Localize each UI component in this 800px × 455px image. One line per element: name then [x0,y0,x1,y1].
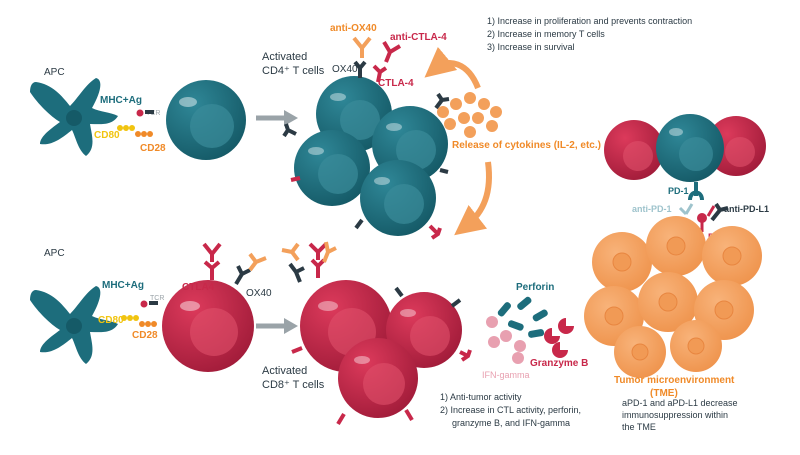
cd8-naive-receptors [202,242,267,286]
ox40-bottom-label: OX40 [246,288,272,299]
cytokine-feedback-arrow [424,46,481,90]
mhc-ag-bottom-label: MHC+Ag [102,280,144,291]
tumor-cells [584,216,762,378]
activated-cd4-label-line1: Activated [262,51,307,63]
anti-pdl1-antibody [706,202,729,222]
cytokine-to-cd8-arrow [454,161,492,236]
pdl1-ligand [697,213,707,232]
ifn-gamma-label: IFN-gamma [482,370,530,380]
anti-pd1-label: anti-PD-1 [632,204,672,214]
naive-cd8-t-cell [162,280,254,372]
activated-cd4-cluster [294,76,448,236]
cd4-effect-3: 3) Increase in survival [487,42,575,52]
cd28-top-label: CD28 [140,143,166,154]
tme-label-line1: Tumor microenvironment [614,375,735,386]
tcr-bottom-label: TCR [150,295,164,302]
cd4-effect-2: 2) Increase in memory T cells [487,29,605,39]
cytokine-dots [437,92,502,138]
anti-ox40-antibody-top [352,36,372,58]
perforin-molecules [497,296,548,338]
anti-ox40-top-label: anti-OX40 [330,23,377,34]
tme-note-line3: the TME [622,422,656,432]
tme-note-line2: immunosuppression within [622,410,728,420]
cd8-cluster-antibodies [281,241,472,426]
tme-note-line1: aPD-1 and aPD-L1 decrease [622,398,738,408]
apc-bottom-label: APC [44,248,65,259]
apc-bottom [30,286,118,364]
activated-cd8-label-line1: Activated [262,365,307,377]
perforin-label: Perforin [516,282,554,293]
synapse-top [117,109,154,137]
cd8-effect-1: 1) Anti-tumor activity [440,392,522,402]
anti-ctla4-top-label: anti-CTLA-4 [390,32,447,43]
ox40-top-label: OX40 [332,64,358,75]
cd80-bottom-label: CD80 [98,315,124,326]
pd1-label: PD-1 [668,186,689,196]
anti-pd1-antibody [678,203,694,216]
pd1-receptor [688,182,704,201]
synapse-bottom [121,300,158,327]
anti-ctla4-antibody-top [382,40,402,63]
ifn-gamma-molecules [486,316,526,364]
cd28-bottom-label: CD28 [132,330,158,341]
tme-label-line2: (TME) [650,388,678,399]
cd8-effects-list: 1) Anti-tumor activity 2) Increase in CT… [440,392,581,428]
pd1-cell-group [604,114,766,182]
anti-pdl1-label: anti-PD-L1 [724,204,769,214]
apc-top-label: APC [44,67,65,78]
naive-cd4-t-cell [166,80,246,160]
cd80-top-label: CD80 [94,130,120,141]
activated-cd8-label-line2: CD8⁺ T cells [262,379,325,391]
activated-cd4-label-line2: CD4⁺ T cells [262,65,325,77]
ctla4-top-label: CTLA-4 [378,78,414,89]
mhc-ag-top-label: MHC+Ag [100,95,142,106]
apc-top [30,78,118,156]
cd4-effects-list: 1) Increase in proliferation and prevent… [487,16,692,52]
activated-cd8-cluster [300,280,462,418]
cytokines-label: Release of cytokines (IL-2, etc.) [452,140,601,151]
granzyme-molecules [544,318,574,358]
cd8-effect-3: granzyme B, and IFN-gamma [452,418,570,428]
granzyme-label: Granzyme B [530,358,588,369]
cd4-effect-1: 1) Increase in proliferation and prevent… [487,16,692,26]
cd4-receptors [282,60,450,240]
cd8-effect-2: 2) Increase in CTL activity, perforin, [440,405,581,415]
ctla4-bottom-label: CTLA4 [182,282,215,293]
